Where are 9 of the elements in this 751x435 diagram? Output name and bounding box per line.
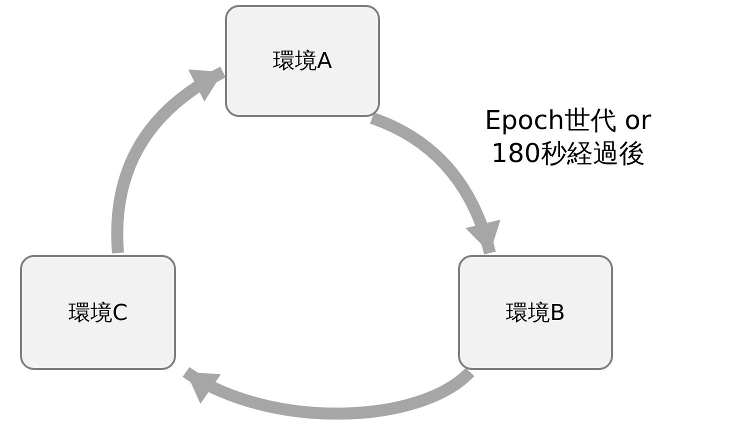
process-box — [225, 5, 380, 117]
curved-arrow — [370, 112, 500, 255]
process-box — [458, 255, 613, 370]
curved-arrow — [111, 66, 226, 254]
curved-arrow — [182, 366, 474, 420]
box-label: 環境C — [68, 300, 128, 328]
box-label: 環境B — [506, 300, 566, 328]
box-label: 環境A — [272, 48, 332, 76]
process-box — [20, 255, 176, 370]
